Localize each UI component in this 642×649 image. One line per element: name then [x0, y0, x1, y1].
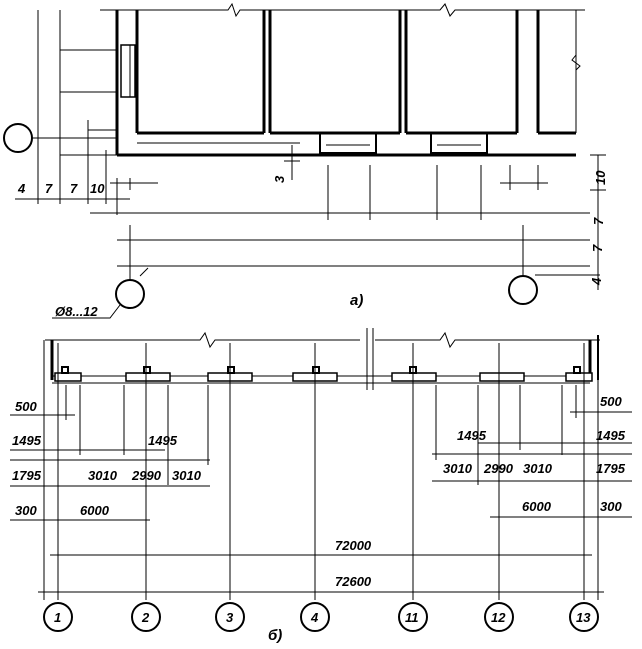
- dim-a-right-4: 4: [589, 277, 604, 286]
- figure-b-caption: б): [268, 627, 282, 644]
- dim-a-right-7b: 7: [590, 244, 605, 252]
- dim-b-1795-right: 1795: [596, 461, 626, 476]
- dim-a-7b: 7: [70, 181, 78, 196]
- axis-lines: [43, 340, 599, 600]
- axis-bubble-11: 11: [398, 602, 428, 632]
- dim-b-2990-right: 2990: [483, 461, 514, 476]
- dim-b-1495-left-a: 1495: [12, 433, 42, 448]
- right-dim-stack: 10 7 7 4: [589, 154, 608, 290]
- dim-a-right-10: 10: [593, 170, 608, 185]
- embedded-plates-b: [54, 366, 593, 382]
- axis-bubble-3: 3: [215, 602, 245, 632]
- axis-bubble-bottom-left: Ø8...12: [52, 266, 149, 319]
- dim-b-72000: 72000: [335, 538, 372, 553]
- axis-bubble-2: 2: [131, 602, 161, 632]
- total-dimensions: 72000 72600: [38, 538, 604, 593]
- dim-b-500-left: 500: [15, 399, 37, 414]
- dim-b-3010-right-a: 3010: [443, 461, 473, 476]
- dim-a-7a: 7: [45, 181, 53, 196]
- dim-b-300-left: 300: [15, 503, 37, 518]
- slab-dimension-lines: [90, 165, 600, 276]
- top-break-line: [100, 2, 585, 18]
- floor-slab: [117, 131, 576, 157]
- svg-text:11: 11: [405, 610, 419, 625]
- dim-b-1495-left-b: 1495: [148, 433, 178, 448]
- dim-b-3010-left-a: 3010: [88, 468, 118, 483]
- axis-bubble-bottom-right: [508, 266, 538, 305]
- dim-b-300-right: 300: [600, 499, 622, 514]
- dim-a-4: 4: [17, 181, 26, 196]
- dim-a-right-7a: 7: [591, 217, 606, 225]
- axis-bubble-13: 13: [569, 602, 599, 632]
- top-break-line-b: [45, 331, 600, 349]
- dim-b-3010-left-b: 3010: [172, 468, 202, 483]
- dim-b-6000-left: 6000: [80, 503, 110, 518]
- svg-text:3: 3: [226, 610, 234, 625]
- dim-b-2990-left: 2990: [131, 468, 162, 483]
- axis-bubble-4: 4: [300, 602, 330, 632]
- inner-partitions: [262, 10, 581, 133]
- gap-dim-3: 3: [272, 145, 300, 183]
- dim-b-1495-right-a: 1495: [457, 428, 487, 443]
- left-dim-row: 4 7 7 10: [15, 178, 158, 215]
- svg-text:13: 13: [576, 610, 591, 625]
- dim-b-72600: 72600: [335, 574, 372, 589]
- right-dim-chain: 500 1495 1495 3010 2990 3010 1795 6000 3…: [432, 385, 632, 518]
- dim-b-1795-left: 1795: [12, 468, 42, 483]
- rod-diameter-label: Ø8...12: [55, 304, 98, 319]
- dim-a-3: 3: [272, 175, 287, 183]
- svg-text:4: 4: [310, 610, 319, 625]
- dim-b-1495-right-b: 1495: [596, 428, 626, 443]
- dim-a-10: 10: [90, 181, 105, 196]
- svg-text:12: 12: [491, 610, 506, 625]
- dim-b-6000-right: 6000: [522, 499, 552, 514]
- embedded-plates-a: [319, 132, 488, 154]
- figure-b-plan: 500 1495 1495 1795 3010 2990 3010 300 60…: [10, 328, 632, 644]
- figure-a-caption: а): [350, 292, 363, 309]
- left-wall: [115, 10, 139, 155]
- figure-a-building-section: 4 7 7 10 3: [3, 2, 608, 319]
- left-reference-lines: [37, 10, 117, 200]
- svg-text:1: 1: [54, 610, 61, 625]
- left-dim-chain: 500 1495 1495 1795 3010 2990 3010 300 60…: [10, 385, 210, 521]
- axis-bubble-1: 1: [43, 602, 73, 632]
- axis-bubble-12: 12: [484, 602, 514, 632]
- dim-b-500-right: 500: [600, 394, 622, 409]
- dim-b-3010-right-b: 3010: [523, 461, 553, 476]
- svg-text:2: 2: [141, 610, 150, 625]
- axis-bubbles: 1 2 3 4 11 12: [43, 602, 599, 632]
- axis-bubble-left: [3, 123, 117, 153]
